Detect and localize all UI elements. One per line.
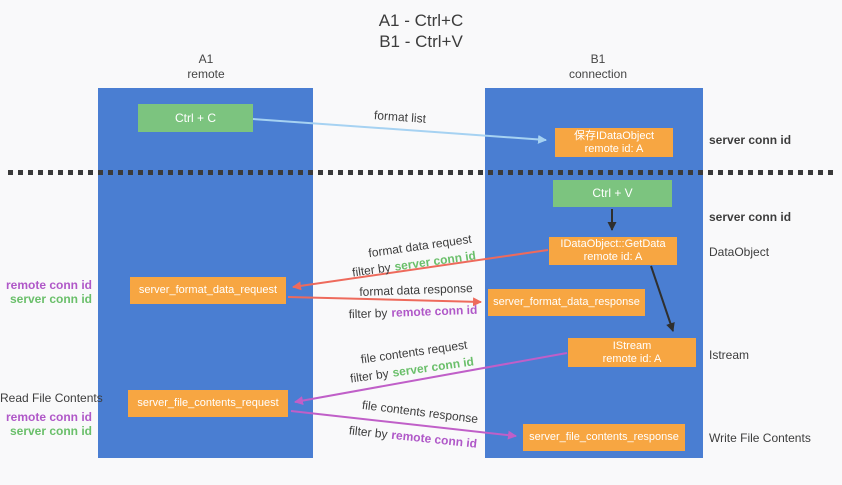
read-server-conn-id-label: server conn id <box>9 424 92 438</box>
column-header-b1: B1 connection <box>518 52 678 82</box>
column-a1-name: A1 <box>198 52 214 66</box>
node-server-file-contents-request: server_file_contents_request <box>128 390 288 417</box>
node-server-format-data-request: server_format_data_request <box>130 277 286 304</box>
arrow-format-list <box>252 118 547 144</box>
column-b1-name: B1 <box>590 52 606 66</box>
node-save-idataobject-line2: remote id: A <box>584 142 644 155</box>
read-conn-id-labels: remote conn id server conn id <box>0 410 92 438</box>
node-istream-line1: IStream <box>612 339 652 352</box>
read-file-contents-label: Read File Contents <box>0 391 103 405</box>
write-file-contents-label: Write File Contents <box>709 431 811 445</box>
diagram-title: A1 - Ctrl+C B1 - Ctrl+V <box>0 10 842 52</box>
node-idataobject-getdata: IDataObject::GetData remote id: A <box>549 237 677 265</box>
read-remote-conn-id-label: remote conn id <box>5 410 92 424</box>
left-conn-id-labels: remote conn id server conn id <box>0 278 92 306</box>
istream-label: Istream <box>709 348 750 362</box>
session-divider-dotted-line <box>8 170 836 175</box>
arrow-format-data-response <box>287 296 482 307</box>
node-save-idataobject-line1: 保存IDataObject <box>573 129 655 142</box>
title-line-2: B1 - Ctrl+V <box>379 32 463 51</box>
node-getdata-line2: remote id: A <box>583 251 643 263</box>
node-server-format-data-response: server_format_data_response <box>488 289 645 316</box>
right-server-conn-id-label-top: server conn id <box>709 133 792 147</box>
node-ctrl-c: Ctrl + C <box>138 104 253 132</box>
node-save-idataobject: 保存IDataObject remote id: A <box>555 128 673 157</box>
node-getdata-line1: IDataObject::GetData <box>560 238 666 250</box>
filter-by-text: filter by <box>348 305 388 322</box>
remote-conn-id-text: remote conn id <box>391 302 478 320</box>
node-istream-line2: remote id: A <box>602 352 662 365</box>
title-line-1: A1 - Ctrl+C <box>378 11 464 30</box>
node-server-file-contents-response: server_file_contents_response <box>523 424 685 451</box>
column-a1-subtitle: remote <box>187 67 225 81</box>
node-ctrl-v: Ctrl + V <box>553 180 672 207</box>
right-server-conn-id-label-mid: server conn id <box>709 210 792 224</box>
arrow-file-contents-response <box>290 410 517 440</box>
arrow-file-contents-request <box>294 352 568 406</box>
left-remote-conn-id-label: remote conn id <box>5 278 92 292</box>
column-header-a1: A1 remote <box>126 52 286 82</box>
node-istream: IStream remote id: A <box>568 338 696 367</box>
arrow-format-data-request <box>292 249 549 291</box>
left-server-conn-id-label: server conn id <box>9 292 92 306</box>
dataobject-label: DataObject <box>709 245 770 259</box>
column-b1-subtitle: connection <box>568 67 628 81</box>
arrow-getdata-to-istream <box>650 265 675 332</box>
